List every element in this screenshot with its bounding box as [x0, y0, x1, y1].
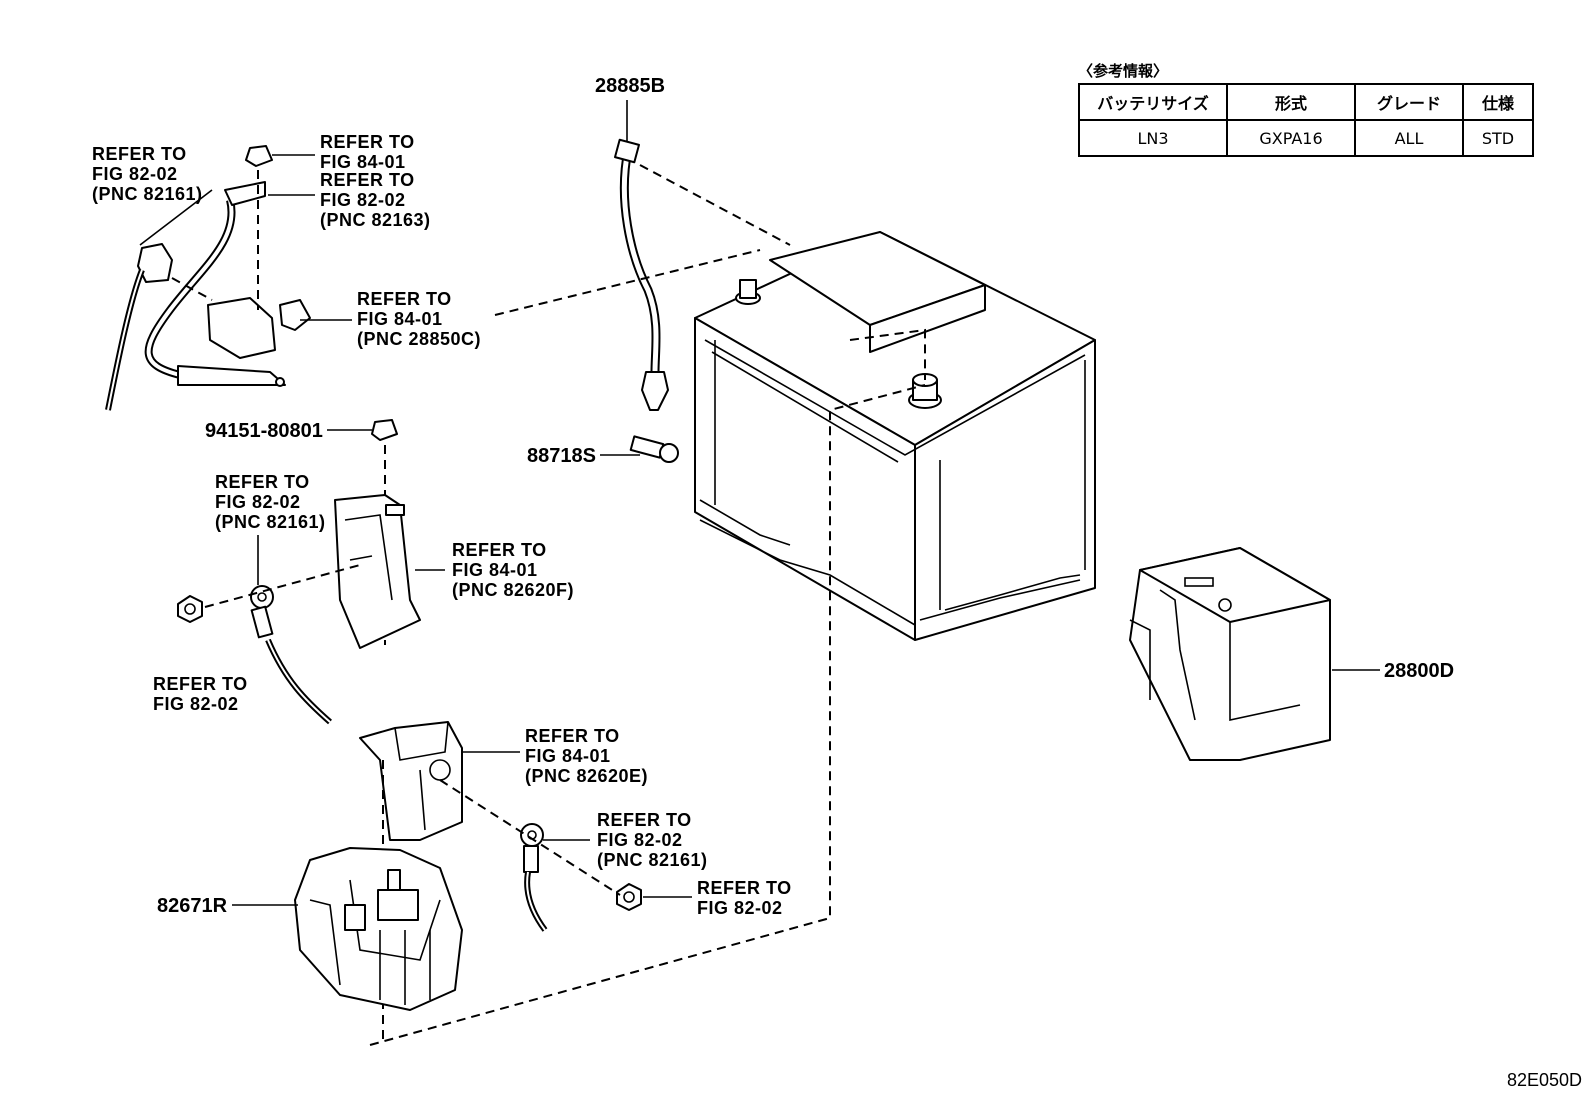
dashline-sensor-connector: [171, 277, 213, 301]
part-number-28800D: 28800D: [1384, 660, 1454, 682]
part-number-94151-80801: 94151-80801: [205, 420, 323, 442]
ref-28850C-line1: REFER TO: [357, 289, 452, 309]
ref-label-82161-top: REFER TO FIG 82-02 (PNC 82161): [92, 144, 203, 204]
ref-label-82620F: REFER TO FIG 84-01 (PNC 82620F): [452, 540, 574, 600]
spec-cell-grade: ALL: [1354, 119, 1464, 157]
dashline-terminal-top: [849, 328, 926, 380]
ref-82161-lower-line2: FIG 82-02: [597, 830, 683, 850]
fuse-block-82671R: [294, 847, 463, 1011]
ref-82620E-line2: FIG 84-01: [525, 746, 611, 766]
ref-fig82-left-line1: REFER TO: [153, 674, 248, 694]
vent-hose-28885B: [614, 100, 669, 411]
battery-cover-28800D: [1129, 547, 1331, 761]
bracket-82620F: [334, 494, 421, 649]
dashline-sensor-to-battery: [494, 249, 761, 316]
ref-fig82-left-line2: FIG 82-02: [153, 694, 239, 714]
ref-82161-mid-line3: (PNC 82161): [215, 512, 326, 532]
bracket-82620E: [359, 721, 463, 841]
ref-82620E-line1: REFER TO: [525, 726, 620, 746]
spec-cell-battery-size: LN3: [1078, 119, 1228, 157]
ref-82620F-line1: REFER TO: [452, 540, 547, 560]
part-number-88718S: 88718S: [527, 445, 596, 467]
ref-82163-line2: FIG 82-02: [320, 190, 406, 210]
ref-82161-top-line2: FIG 82-02: [92, 164, 178, 184]
ref-82163-line3: (PNC 82163): [320, 210, 431, 230]
ref-fig84-top-line2: FIG 84-01: [320, 152, 406, 172]
ref-fig82-lower-line2: FIG 82-02: [697, 898, 783, 918]
cable-82161-lower: [520, 823, 642, 932]
dashline-hose-to-battery: [639, 164, 791, 246]
ref-82161-lower-line1: REFER TO: [597, 810, 692, 830]
ref-82161-lower-line3: (PNC 82161): [597, 850, 708, 870]
ref-82620F-line3: (PNC 82620F): [452, 580, 574, 600]
ref-82161-mid-line2: FIG 82-02: [215, 492, 301, 512]
ref-label-82161-mid: REFER TO FIG 82-02 (PNC 82161): [215, 472, 326, 532]
ref-82620F-line2: FIG 84-01: [452, 560, 538, 580]
ref-label-fig82-lower: REFER TO FIG 82-02: [697, 878, 792, 918]
part-number-28885B: 28885B: [595, 75, 665, 97]
spec-table-header-row: バッテリサイズ 形式 グレード 仕様: [1078, 83, 1534, 121]
ref-label-fig82-left: REFER TO FIG 82-02: [153, 674, 248, 714]
spec-header-model: 形式: [1226, 83, 1356, 121]
ref-82163-line1: REFER TO: [320, 170, 415, 190]
spec-header-spec: 仕様: [1462, 83, 1534, 121]
dashline-nut-to-bracket: [204, 564, 361, 608]
ref-label-82620E: REFER TO FIG 84-01 (PNC 82620E): [525, 726, 648, 786]
ref-fig84-top-line1: REFER TO: [320, 132, 415, 152]
ref-label-fig84-top: REFER TO FIG 84-01: [320, 132, 415, 172]
ref-label-82161-lower: REFER TO FIG 82-02 (PNC 82161): [597, 810, 708, 870]
battery-sensor-assembly: [105, 145, 311, 411]
ref-82620E-line3: (PNC 82620E): [525, 766, 648, 786]
spec-reference-table: 〈参考情報〉 バッテリサイズ 形式 グレード 仕様 LN3 GXPA16 ALL…: [1078, 60, 1534, 157]
ref-label-82163: REFER TO FIG 82-02 (PNC 82163): [320, 170, 431, 230]
cable-82161-mid: [177, 585, 332, 725]
clip-94151-80801: [371, 419, 398, 441]
spec-cell-spec: STD: [1462, 119, 1534, 157]
vent-elbow-88718S: [629, 435, 679, 463]
spec-table-row: LN3 GXPA16 ALL STD: [1078, 119, 1534, 157]
ref-82161-top-line3: (PNC 82161): [92, 184, 203, 204]
spec-header-grade: グレード: [1354, 83, 1464, 121]
leader-ref-82161-top: [139, 189, 213, 246]
part-number-82671R: 82671R: [157, 895, 228, 917]
spec-cell-model: GXPA16: [1226, 119, 1356, 157]
ref-28850C-line3: (PNC 28850C): [357, 329, 481, 349]
spec-table-caption: 〈参考情報〉: [1078, 62, 1169, 80]
spec-table-grid: バッテリサイズ 形式 グレード 仕様 LN3 GXPA16 ALL STD: [1078, 83, 1534, 157]
ref-label-28850C: REFER TO FIG 84-01 (PNC 28850C): [357, 289, 481, 349]
ref-82161-mid-line1: REFER TO: [215, 472, 310, 492]
ref-fig82-lower-line1: REFER TO: [697, 878, 792, 898]
ref-82161-top-line1: REFER TO: [92, 144, 187, 164]
diagram-code: 82E050D: [1506, 1070, 1582, 1090]
battery-illustration: [694, 231, 1096, 641]
spec-header-battery-size: バッテリサイズ: [1078, 83, 1228, 121]
ref-28850C-line2: FIG 84-01: [357, 309, 443, 329]
dashline-lower-cable: [439, 779, 621, 896]
